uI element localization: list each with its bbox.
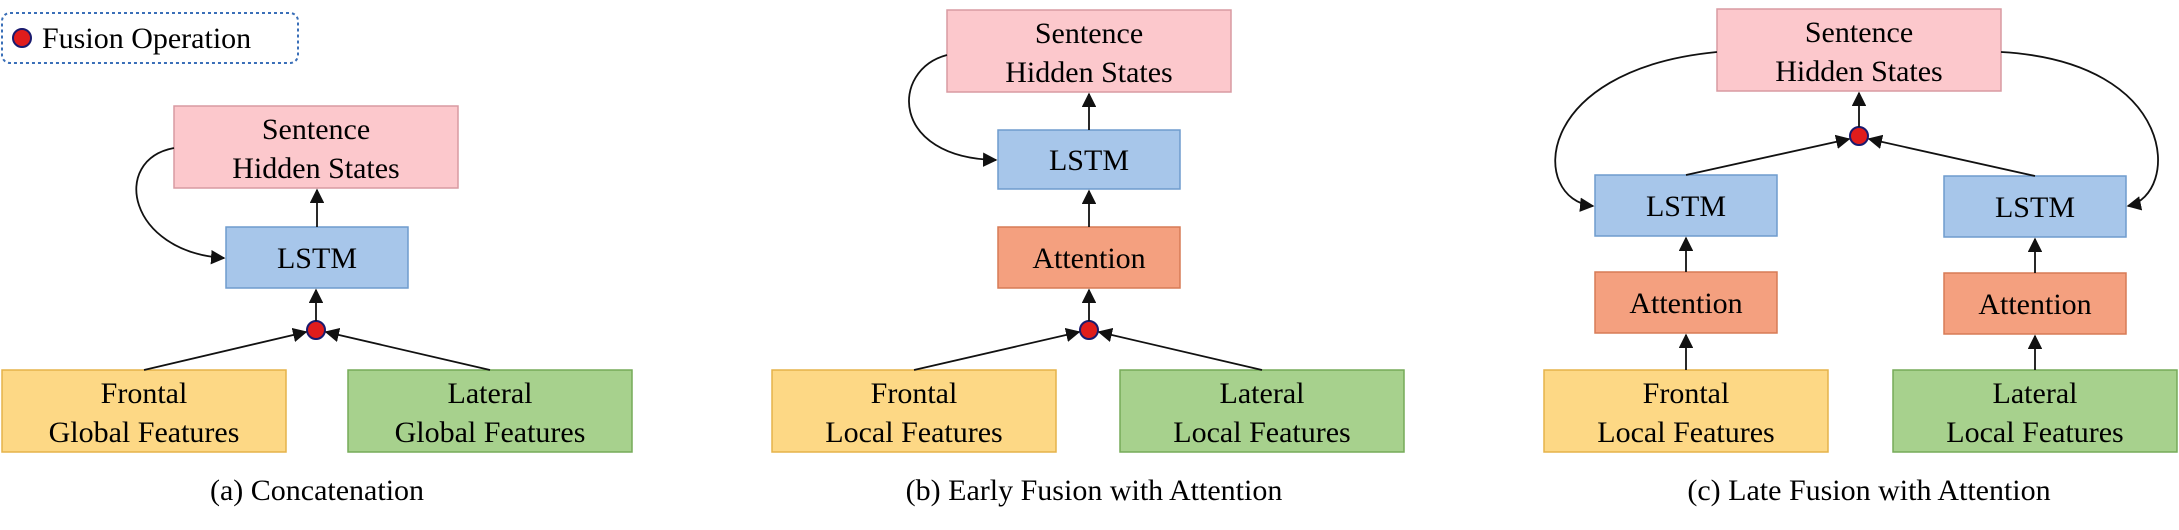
c-sentence-line2: Hidden States — [1775, 55, 1942, 88]
c-attention-left-label: Attention — [1629, 287, 1742, 320]
b-caption: (b) Early Fusion with Attention — [906, 474, 1283, 507]
a-lateral-line1: Lateral — [448, 377, 533, 410]
b-frontal-line2: Local Features — [825, 416, 1002, 449]
a-caption: (a) Concatenation — [210, 474, 424, 507]
b-lateral-line1: Lateral — [1220, 377, 1305, 410]
c-lstm-left-label: LSTM — [1646, 190, 1726, 223]
c-arrow-sentence-lstm-right — [2000, 51, 2159, 211]
b-lstm-label: LSTM — [1049, 144, 1129, 177]
c-frontal-box — [1543, 369, 1829, 453]
b-frontal-line1: Frontal — [871, 377, 958, 410]
a-arrow-frontal-fusion — [143, 327, 308, 371]
b-attention-label: Attention — [1032, 242, 1145, 275]
a-lateral-box — [347, 369, 633, 453]
a-lstm-box — [225, 226, 409, 289]
c-attention-right-box — [1943, 272, 2127, 335]
a-arrow-sentence-lstm — [135, 147, 226, 265]
c-sentence-line1: Sentence — [1805, 16, 1913, 49]
b-sentence-box — [946, 9, 1232, 93]
a-frontal-line1: Frontal — [101, 377, 188, 410]
b-arrow-frontal-fusion — [913, 327, 1081, 371]
b-arrow-lateral-fusion — [1097, 327, 1263, 371]
panel-b: Sentence Hidden States LSTM Attention Fr… — [771, 9, 1405, 507]
fusion-operation-icon — [12, 28, 32, 48]
c-arrow-lstm-right-fusion — [1867, 134, 2036, 177]
c-lateral-line1: Lateral — [1993, 377, 2078, 410]
b-arrow-sentence-lstm — [908, 54, 998, 167]
c-sentence-box — [1716, 8, 2002, 92]
c-lstm-right-box — [1943, 175, 2127, 238]
b-sentence-line1: Sentence — [1035, 17, 1143, 50]
b-fusion-node — [1079, 320, 1099, 340]
b-lstm-box — [997, 129, 1181, 190]
c-frontal-line2: Local Features — [1597, 416, 1774, 449]
a-lateral-line2: Global Features — [395, 416, 586, 449]
b-sentence-line2: Hidden States — [1005, 56, 1172, 89]
c-lstm-left-box — [1594, 174, 1778, 237]
b-attention-box — [997, 226, 1181, 289]
c-lateral-box — [1892, 369, 2178, 453]
b-lateral-line2: Local Features — [1173, 416, 1350, 449]
legend-label: Fusion Operation — [42, 22, 251, 55]
a-arrow-lateral-fusion — [324, 327, 491, 371]
a-fusion-node — [306, 320, 326, 340]
a-sentence-box — [173, 105, 459, 189]
a-lstm-label: LSTM — [277, 242, 357, 275]
c-caption: (c) Late Fusion with Attention — [1687, 474, 2050, 507]
panel-a: Sentence Hidden States LSTM Frontal Glob… — [1, 105, 633, 507]
c-lateral-line2: Local Features — [1946, 416, 2123, 449]
c-frontal-line1: Frontal — [1643, 377, 1730, 410]
b-lateral-box — [1119, 369, 1405, 453]
legend: Fusion Operation — [1, 12, 299, 64]
c-fusion-node — [1849, 126, 1869, 146]
legend-box — [1, 12, 299, 64]
panel-c: Sentence Hidden States LSTM LSTM Attenti… — [1543, 8, 2178, 507]
a-frontal-box — [1, 369, 287, 453]
c-lstm-right-label: LSTM — [1995, 191, 2075, 224]
a-sentence-line1: Sentence — [262, 113, 370, 146]
c-arrow-lstm-left-fusion — [1685, 134, 1851, 176]
a-frontal-line2: Global Features — [49, 416, 240, 449]
a-sentence-line2: Hidden States — [232, 152, 399, 185]
c-attention-right-label: Attention — [1978, 288, 2091, 321]
b-frontal-box — [771, 369, 1057, 453]
c-attention-left-box — [1594, 271, 1778, 334]
c-arrow-sentence-lstm-left — [1554, 51, 1718, 212]
